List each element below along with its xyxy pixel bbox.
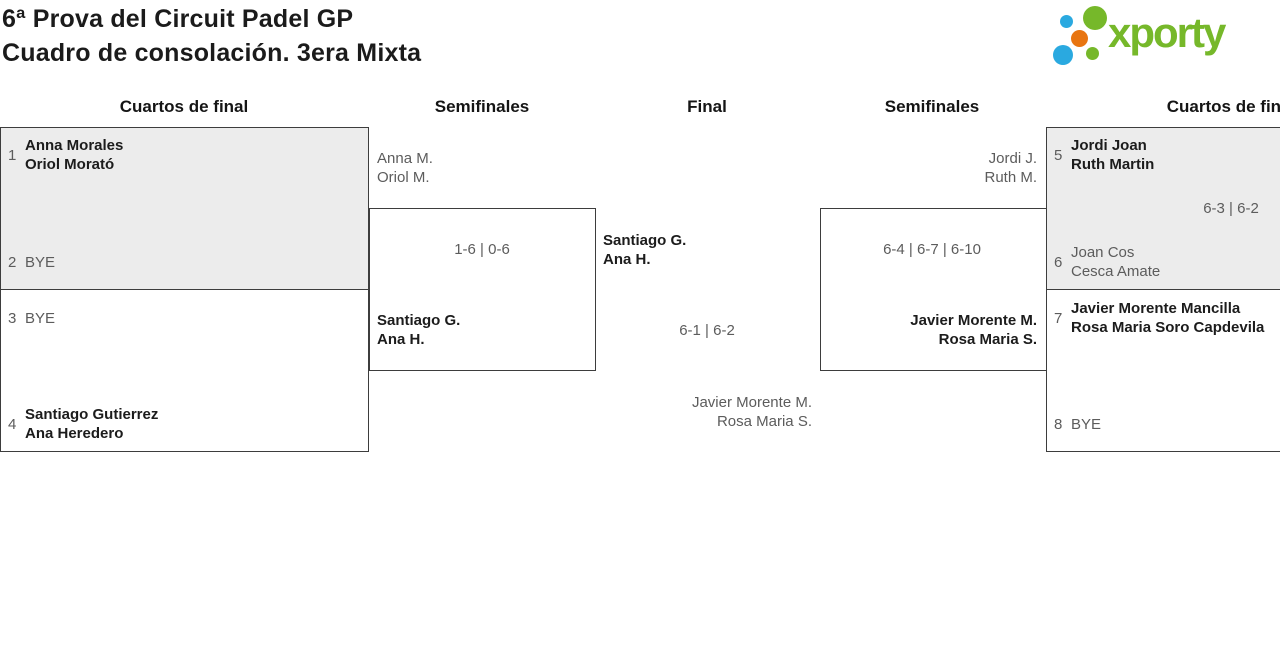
player-name: Santiago G. bbox=[377, 312, 461, 329]
player-name: Anna M. bbox=[377, 150, 433, 167]
team-row-seed8: 8 BYE bbox=[1046, 405, 1280, 443]
player-name: Cesca Amate bbox=[1071, 263, 1161, 280]
final-team-bottom: Javier Morente M. Rosa Maria S. bbox=[692, 393, 812, 431]
sf-right-team-bottom: Javier Morente M. Rosa Maria S. bbox=[910, 311, 1037, 349]
seed-number: 3 bbox=[8, 309, 17, 327]
player-name: Ana H. bbox=[377, 331, 425, 348]
player-name: Santiago G. bbox=[603, 232, 687, 249]
logo-dot-green-small-icon bbox=[1086, 47, 1099, 60]
player-name: Ruth Martin bbox=[1071, 156, 1155, 173]
team-row-seed7: 7 Javier Morente Mancilla Rosa Maria Sor… bbox=[1046, 299, 1280, 337]
match-box-sf-right[interactable] bbox=[820, 208, 1047, 371]
player-name: Santiago Gutierrez bbox=[25, 406, 159, 423]
sf-left-team-bottom: Santiago G. Ana H. bbox=[377, 311, 460, 349]
seed-number: 4 bbox=[8, 415, 17, 433]
team-row-seed3: 3 BYE bbox=[0, 299, 369, 337]
player-name: Anna Morales bbox=[25, 137, 124, 154]
seed-number: 2 bbox=[8, 253, 17, 271]
team-row-seed6: 6 Joan Cos Cesca Amate bbox=[1046, 243, 1280, 281]
player-name: Rosa Maria Soro Capdevila bbox=[1071, 319, 1265, 336]
team-row-seed1: 1 Anna Morales Oriol Morató bbox=[0, 136, 369, 174]
sf-right-team-top: Jordi J. Ruth M. bbox=[984, 149, 1037, 187]
player-name: Jordi Joan bbox=[1071, 137, 1147, 154]
match-score-qf-right-1: 6-3 | 6-2 bbox=[1203, 200, 1259, 217]
player-name: Rosa Maria S. bbox=[938, 331, 1037, 348]
logo-dot-blue-large-icon bbox=[1053, 45, 1073, 65]
player-name: Joan Cos bbox=[1071, 244, 1135, 261]
team-name: BYE bbox=[25, 309, 55, 328]
logo-wordmark: xporty bbox=[1108, 9, 1226, 56]
match-score-sf-right: 6-4 | 6-7 | 6-10 bbox=[883, 241, 981, 258]
match-box-sf-left[interactable] bbox=[369, 208, 596, 371]
player-name: Javier Morente M. bbox=[691, 394, 812, 411]
player-name: Oriol M. bbox=[377, 169, 430, 186]
player-name: Ana Heredero bbox=[25, 425, 124, 442]
player-name: Rosa Maria S. bbox=[716, 413, 812, 430]
xporty-logo[interactable]: xporty bbox=[1048, 0, 1280, 72]
player-name: Ana H. bbox=[603, 251, 651, 268]
logo-dot-green-large-icon bbox=[1083, 6, 1107, 30]
player-name: Oriol Morató bbox=[25, 156, 115, 173]
tournament-title-line1: 6ª Prova del Circuit Padel GP bbox=[2, 5, 354, 33]
round-header-quarterfinals-right: Cuartos de final bbox=[1166, 97, 1280, 116]
team-name: Santiago Gutierrez Ana Heredero bbox=[25, 405, 158, 443]
player-name: Javier Morente Mancilla bbox=[1071, 300, 1241, 317]
seed-number: 7 bbox=[1054, 309, 1063, 327]
seed-number: 6 bbox=[1054, 253, 1063, 271]
player-name: Javier Morente M. bbox=[910, 312, 1037, 329]
team-name: Joan Cos Cesca Amate bbox=[1071, 243, 1160, 281]
player-name: Jordi J. bbox=[988, 150, 1037, 167]
team-name: BYE bbox=[25, 253, 55, 272]
match-box-qf-left-1[interactable] bbox=[0, 127, 369, 290]
round-header-final: Final bbox=[687, 97, 727, 116]
match-score-final: 6-1 | 6-2 bbox=[679, 322, 735, 339]
player-name: BYE bbox=[25, 309, 56, 327]
player-name: BYE bbox=[1071, 415, 1102, 433]
match-score-sf-left: 1-6 | 0-6 bbox=[454, 241, 510, 258]
match-box-qf-left-2[interactable] bbox=[0, 289, 369, 452]
team-row-seed2: 2 BYE bbox=[0, 243, 369, 281]
round-header-quarterfinals-left: Cuartos de final bbox=[119, 97, 249, 116]
sf-left-team-top: Anna M. Oriol M. bbox=[377, 149, 433, 187]
team-name: Javier Morente Mancilla Rosa Maria Soro … bbox=[1071, 299, 1264, 337]
match-box-qf-right-1[interactable] bbox=[1046, 127, 1280, 290]
player-name: BYE bbox=[25, 253, 56, 271]
logo-dot-orange-icon bbox=[1071, 30, 1088, 47]
match-box-qf-right-2[interactable] bbox=[1046, 289, 1280, 452]
logo-dot-blue-small-icon bbox=[1060, 15, 1073, 28]
round-header-semifinals-right: Semifinales bbox=[884, 97, 980, 116]
team-name: Jordi Joan Ruth Martin bbox=[1071, 136, 1154, 174]
seed-number: 1 bbox=[8, 146, 17, 164]
final-team-top: Santiago G. Ana H. bbox=[603, 231, 686, 269]
seed-number: 5 bbox=[1054, 146, 1063, 164]
team-row-seed4: 4 Santiago Gutierrez Ana Heredero bbox=[0, 405, 369, 443]
tournament-title: 6ª Prova del Circuit Padel GP Cuadro de … bbox=[2, 2, 421, 70]
team-row-seed5: 5 Jordi Joan Ruth Martin bbox=[1046, 136, 1280, 174]
tournament-title-line2: Cuadro de consolación. 3era Mixta bbox=[2, 39, 422, 67]
player-name: Ruth M. bbox=[984, 169, 1037, 186]
team-name: Anna Morales Oriol Morató bbox=[25, 136, 123, 174]
seed-number: 8 bbox=[1054, 415, 1063, 433]
round-header-semifinals-left: Semifinales bbox=[434, 97, 530, 116]
team-name: BYE bbox=[1071, 415, 1101, 434]
